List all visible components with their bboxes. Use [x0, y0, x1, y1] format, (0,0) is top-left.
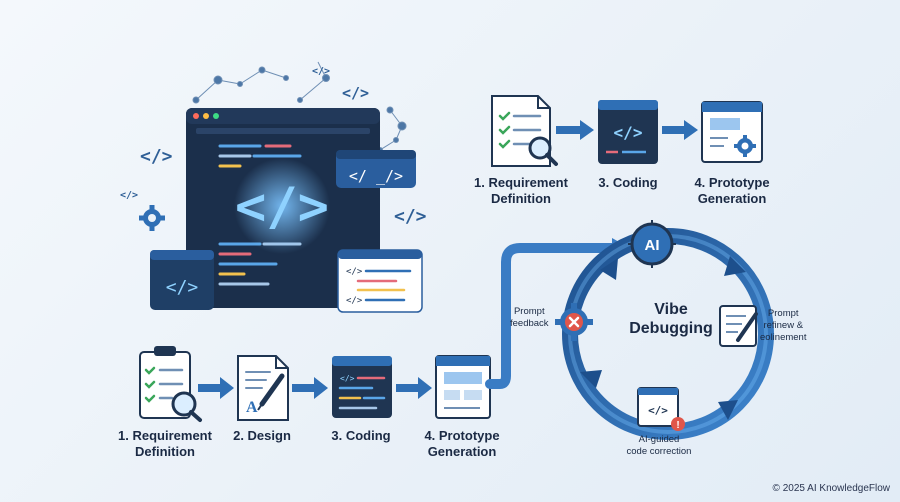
label-line: Prompt [767, 308, 799, 319]
svg-text:</>: </> [346, 296, 363, 306]
code-correction-icon: </> ! [637, 387, 685, 431]
label-line: Definition [135, 444, 195, 460]
floating-code-badge [336, 150, 416, 188]
label-line: code correction [626, 445, 692, 457]
svg-text:!: ! [676, 420, 679, 431]
secondary-code-window: </> </> [337, 249, 423, 313]
top-step-prototype-label: 4. Prototype Generation [680, 175, 784, 208]
svg-text:</>: </> [140, 146, 173, 167]
code-editor-icon: </> [332, 356, 392, 418]
hero-illustration: </> </ _/> </> </> </> [120, 61, 427, 313]
label-line: 3. Coding [598, 175, 658, 190]
label-line: 2. Design [233, 428, 291, 443]
label-line: feedback [510, 317, 549, 329]
copyright-notice: © 2025 AI KnowledgeFlow [772, 483, 890, 494]
small-code-symbol: </> [166, 277, 199, 298]
code-correction-label: AI-guided code correction [604, 434, 714, 458]
label-line: Generation [697, 191, 767, 207]
bottom-arrow-2 [292, 377, 328, 399]
label-line: 1. Requirement [118, 428, 212, 443]
main-code-window [186, 108, 380, 308]
design-document-icon: A [237, 355, 289, 421]
error-gear-icon [555, 303, 593, 341]
requirement-document-icon [491, 95, 558, 167]
top-step-coding-label: 3. Coding [584, 175, 672, 191]
label-line: refinew & [763, 319, 804, 331]
prompt-refinement-label: Prompt refinew & eolinement [760, 308, 806, 344]
label-line: eolinement [760, 331, 807, 343]
main-code-symbol: </> [235, 177, 329, 237]
svg-text:</>: </> [120, 190, 138, 201]
top-arrow-1 [556, 120, 594, 140]
code-editor-icon: </> [598, 100, 658, 164]
svg-text:</>: </> [346, 267, 363, 277]
bottom-step-prototype-label: 4. Prototype Generation [410, 428, 514, 461]
bottom-step-design-label: 2. Design [222, 428, 302, 444]
floating-code-symbol: </ _/> [349, 167, 403, 185]
gear-icon [139, 205, 165, 231]
connector-arrow [485, 243, 619, 389]
bottom-arrow-1 [198, 377, 234, 399]
svg-text:</>: </> [312, 66, 330, 77]
label-line: 3. Coding [331, 428, 391, 443]
label-line: Generation [427, 444, 497, 460]
decorative-code-symbols: </> </> </> </> </> [120, 66, 427, 227]
label-line: AI-guided [638, 434, 680, 445]
edit-document-icon [719, 305, 758, 347]
bottom-arrow-3 [396, 377, 432, 399]
clipboard-checklist-icon [139, 346, 202, 422]
svg-text:</>: </> [648, 404, 668, 417]
bottom-step-coding-label: 3. Coding [318, 428, 404, 444]
prompt-feedback-label: Prompt feedback [510, 306, 549, 330]
ai-chip-icon [628, 220, 676, 268]
cycle-title-line: Debugging [629, 320, 713, 338]
label-line: 4. Prototype [424, 428, 500, 443]
svg-text:A: A [246, 399, 258, 416]
bottom-step-requirement-label: 1. Requirement Definition [108, 428, 222, 461]
top-arrow-2 [662, 120, 698, 140]
cycle-title-line: Vibe [654, 301, 688, 318]
top-step-requirement-label: 1. Requirement Definition [466, 175, 576, 208]
svg-text:</>: </> [342, 84, 369, 102]
svg-text:</>: </> [614, 123, 643, 142]
top-flow: </> [491, 95, 763, 167]
prototype-gear-icon [701, 101, 763, 163]
svg-text:</>: </> [394, 206, 427, 227]
svg-text:</>: </> [340, 374, 355, 383]
prototype-window-icon [435, 355, 491, 419]
bottom-flow: A </> [139, 346, 491, 422]
small-code-badge [150, 250, 214, 310]
label-line: Prompt [513, 306, 545, 317]
ai-badge-label: AI [645, 237, 660, 254]
vibe-debugging-cycle: AI </> ! [555, 220, 774, 440]
cycle-title: Vibe Debugging [606, 300, 736, 338]
network-decoration [192, 61, 407, 153]
label-line: 1. Requirement [474, 175, 568, 190]
label-line: 4. Prototype [694, 175, 770, 190]
label-line: Definition [491, 191, 551, 207]
